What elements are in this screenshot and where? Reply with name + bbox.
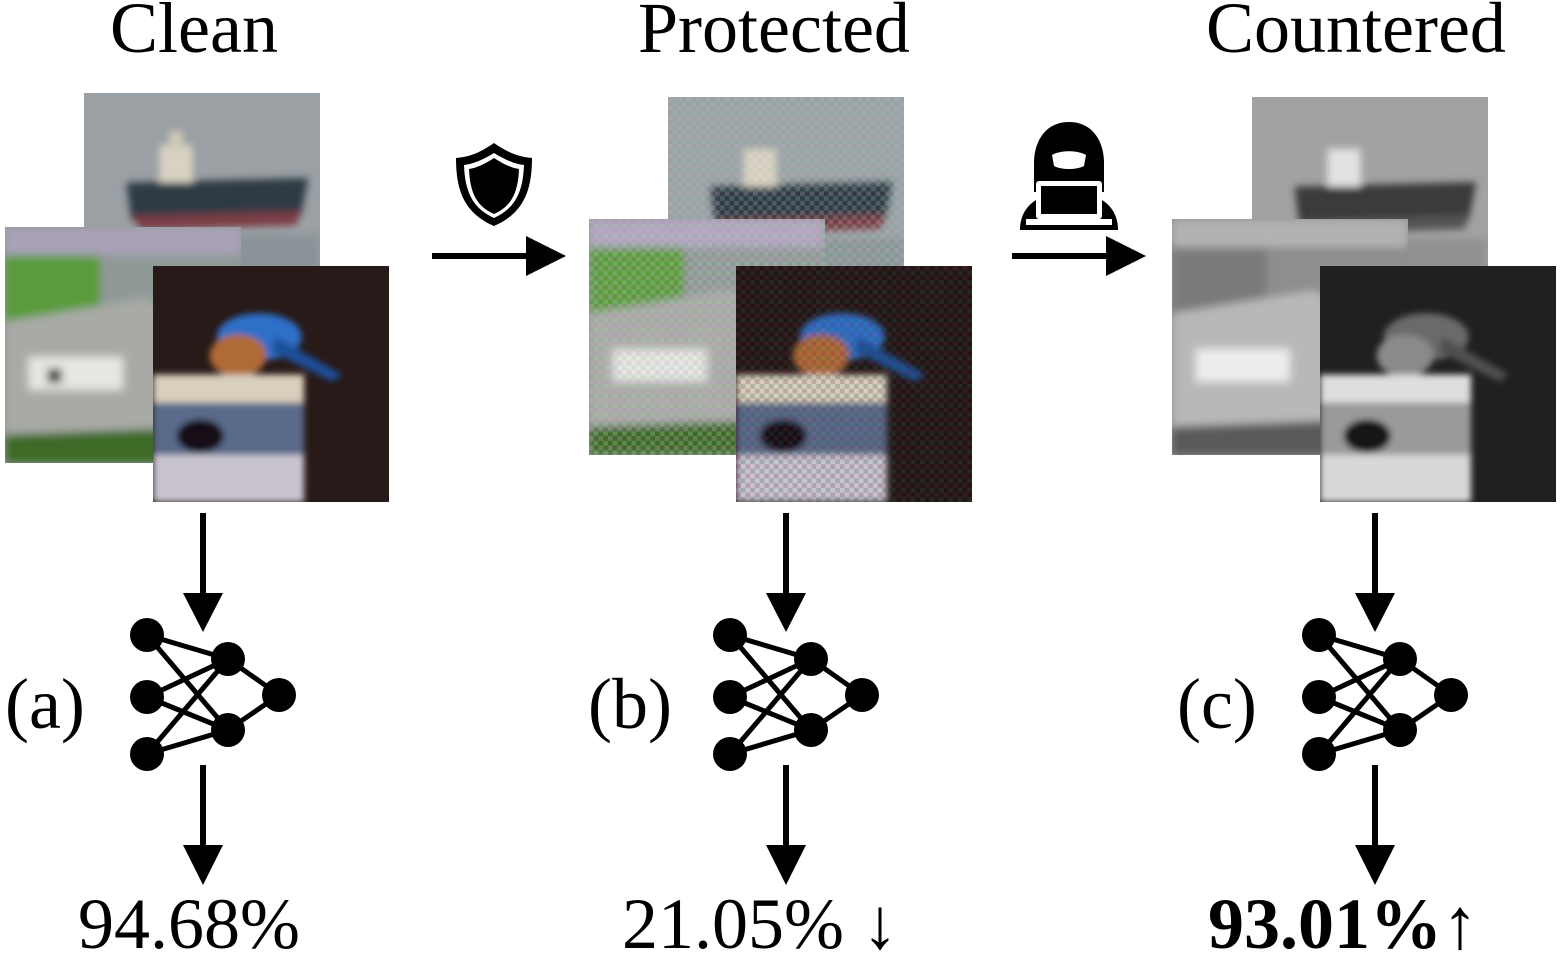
protected-network-icon — [713, 618, 879, 771]
countered-input-arrow — [1355, 513, 1395, 632]
clean-title: Clean — [110, 0, 278, 68]
panel-label-a: (a) — [5, 664, 85, 744]
clean-accuracy: 94.68% — [78, 888, 300, 960]
protected-output-arrow — [766, 765, 806, 885]
protected-bird-image — [736, 266, 972, 502]
clean-output-arrow — [183, 765, 223, 885]
countered-output-arrow — [1355, 765, 1395, 885]
clean-bird-image — [153, 266, 389, 502]
countered-accuracy-value: 93.01% — [1208, 884, 1442, 964]
panel-label-c: (c) — [1177, 664, 1257, 744]
protected-input-arrow — [766, 513, 806, 632]
counter-transition-arrow — [1012, 236, 1146, 276]
countered-network-icon — [1302, 618, 1468, 771]
countered-bird-image — [1320, 266, 1556, 502]
countered-title: Countered — [1206, 0, 1506, 68]
clean-input-arrow — [183, 513, 223, 632]
clean-accuracy-value: 94.68% — [78, 884, 300, 964]
countered-accuracy: 93.01%↑ — [1208, 888, 1478, 960]
protected-accuracy: 21.05% ↓ — [622, 888, 898, 960]
decrease-indicator: ↓ — [861, 884, 898, 964]
panel-label-b: (b) — [588, 664, 672, 744]
clean-network-icon — [130, 618, 296, 771]
hacker-icon — [1020, 122, 1118, 230]
shield-icon — [456, 143, 532, 226]
protected-accuracy-value: 21.05% — [622, 884, 844, 964]
increase-indicator: ↑ — [1442, 884, 1478, 964]
protect-transition-arrow — [432, 236, 566, 276]
protected-title: Protected — [638, 0, 910, 68]
